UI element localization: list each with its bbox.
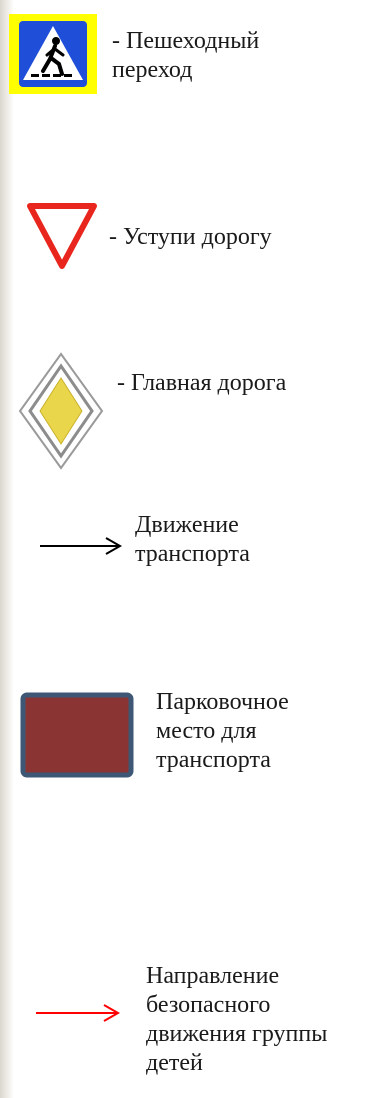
crosswalk-label: - Пешеходный переход — [112, 27, 259, 85]
priority-road-label: - Главная дорога — [117, 369, 286, 398]
traffic-arrow-icon — [38, 534, 124, 558]
crosswalk-label-line-1: - Пешеходный — [112, 28, 260, 54]
crosswalk-label-line-2: переход — [112, 57, 193, 83]
parking-label: Парковочное место для транспорта — [156, 688, 289, 775]
children-route-label-line-1: Направление — [146, 963, 280, 989]
children-arrow-head — [103, 1004, 121, 1022]
priority-road-label-line-1: - Главная дорога — [117, 370, 287, 396]
parking-label-line-3: транспорта — [156, 747, 271, 773]
traffic-label-line-2: транспорта — [135, 541, 250, 567]
yield-label: - Уступи дорогу — [109, 223, 272, 252]
traffic-label-line-1: Движение — [135, 512, 239, 538]
traffic-arrow-head — [105, 537, 123, 555]
parking-rectangle-icon — [20, 692, 134, 778]
children-route-label-line-3: движения группы — [146, 1021, 328, 1047]
parking-label-line-1: Парковочное — [156, 689, 289, 715]
pedestrian-crossing-icon — [9, 14, 97, 94]
yield-triangle — [27, 203, 97, 269]
priority-inner-diamond — [39, 377, 83, 445]
page-edge-shadow — [0, 0, 14, 1098]
pedestrian-figure — [31, 37, 72, 77]
children-route-label: Направление безопасного движения группы … — [146, 962, 327, 1078]
children-route-label-line-2: безопасного — [146, 992, 271, 1018]
parking-rectangle — [20, 692, 134, 778]
parking-label-line-2: место для — [156, 718, 257, 744]
children-route-arrow-icon — [34, 1001, 122, 1025]
yield-label-line-1: - Уступи дорогу — [109, 224, 272, 250]
traffic-label: Движение транспорта — [135, 511, 250, 569]
children-route-label-line-4: детей — [146, 1050, 203, 1076]
yield-sign-icon — [26, 200, 98, 272]
priority-road-sign-icon — [18, 352, 104, 470]
